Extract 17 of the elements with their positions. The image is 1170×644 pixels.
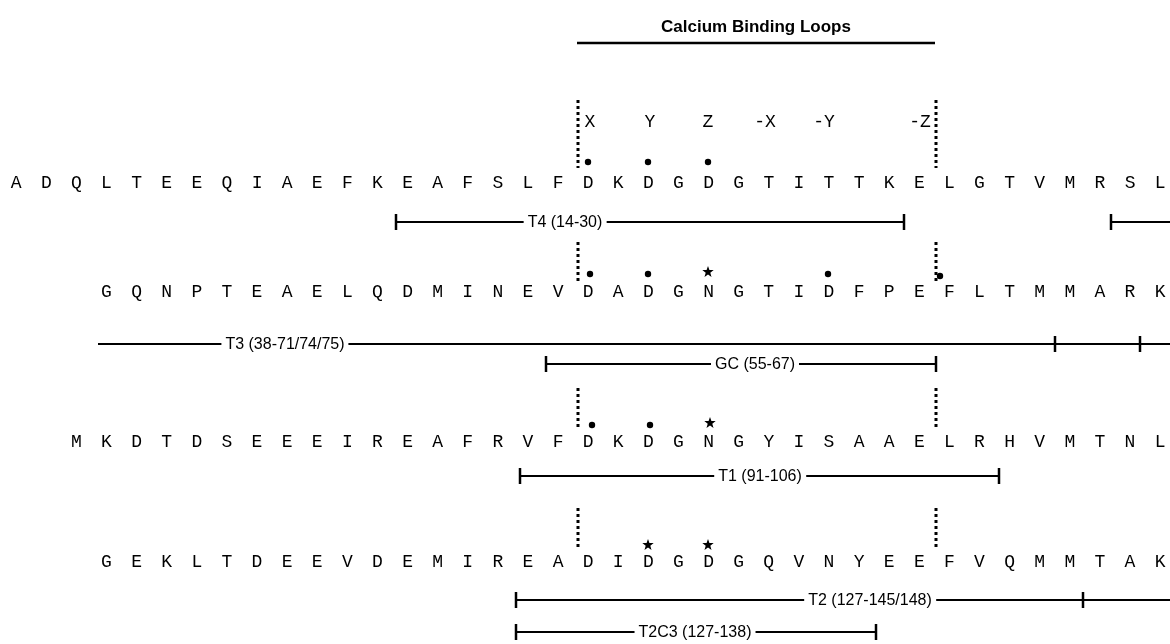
fragment-label: T4 (14-30) (523, 214, 607, 230)
sequence-text: G E K L T D E E V D E M I R E A D I D G D G Q V N Y E E F V Q M M T A K (101, 553, 1170, 571)
position-label: -Z (909, 113, 931, 131)
fragment-label: T2 (127-145/148) (804, 592, 936, 608)
sequence-text: M K D T D S E E E I R E A F R V F D K D G N G Y I S A A E L R H V M T N L (71, 433, 1170, 451)
sequence-text: A D Q L T E E Q I A E F K E A F S L F D K D G D G T I T T K E L G T V M R S L (10, 174, 1170, 192)
sequence-text: G Q N P T E A E L Q D M I N E V D A D G N G T I D F P E F L T M M A R K (101, 283, 1170, 301)
heading: Calcium Binding Loops (661, 17, 851, 35)
position-label: Y (644, 113, 656, 131)
position-label: X (584, 113, 596, 131)
fragment-label: T2C3 (127-138) (634, 624, 756, 640)
position-label: -X (754, 113, 776, 131)
fragment-label: T1 (91-106) (714, 468, 806, 484)
fragment-label: GC (55-67) (711, 356, 799, 372)
position-label: Z (702, 113, 714, 131)
fragment-label: T3 (38-71/74/75) (221, 336, 349, 352)
position-label: -Y (813, 113, 835, 131)
